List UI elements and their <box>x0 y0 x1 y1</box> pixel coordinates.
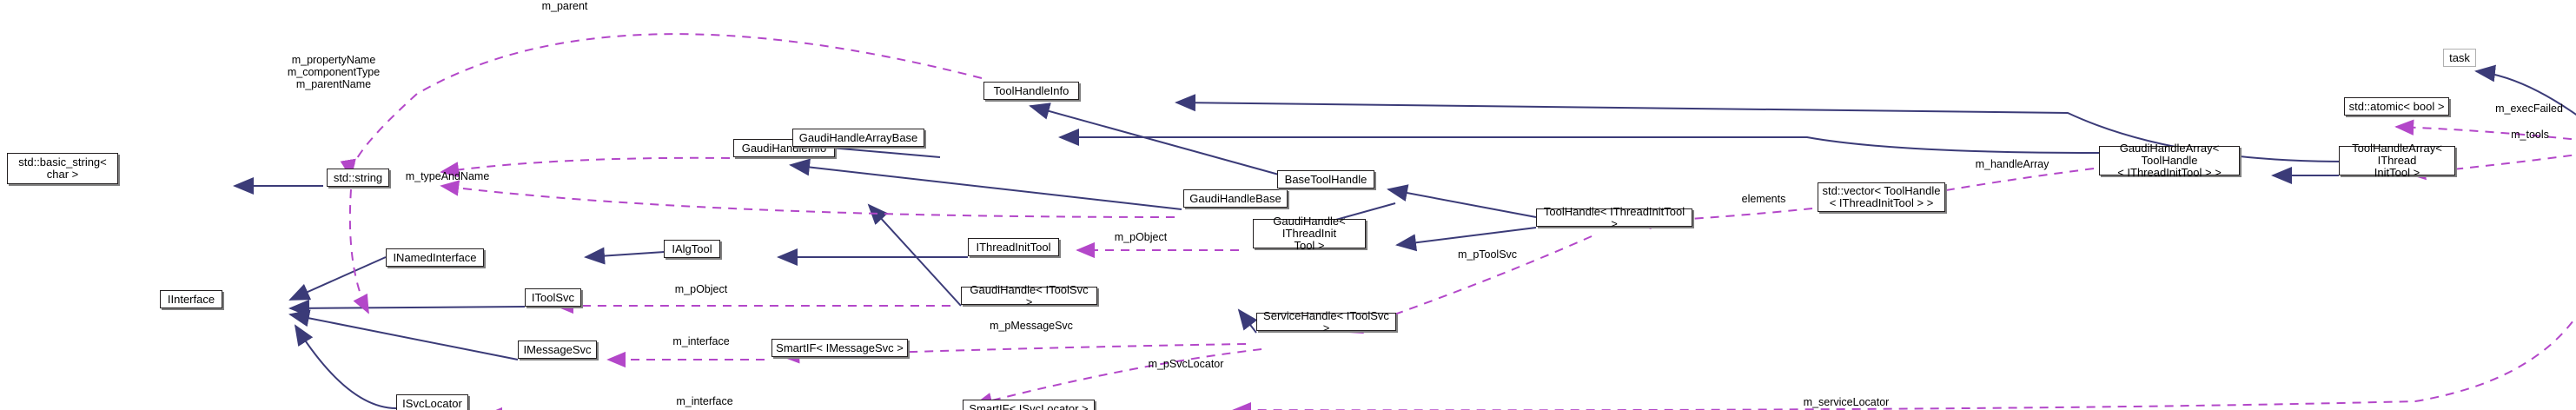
edge-label-m-interface-messagesvc: m_interface <box>672 335 730 347</box>
edge-label-m-psvclocator: m_pSvcLocator <box>1148 358 1224 370</box>
edge-label-m-execfailed: m_execFailed <box>2495 102 2563 115</box>
node-iinterface[interactable]: IInterface <box>160 290 222 308</box>
node-smartif-imessagesvc[interactable]: SmartIF< IMessageSvc > <box>771 339 908 357</box>
node-ithreadinittool[interactable]: IThreadInitTool <box>968 238 1059 256</box>
edge-label-m-parent: m_parent <box>541 0 588 12</box>
edge-label-m-pobject-threadinittool: m_pObject <box>1114 231 1168 243</box>
node-std-vector-toolhandle[interactable]: std::vector< ToolHandle < IThreadInitToo… <box>1818 182 1945 212</box>
node-isvclocator[interactable]: ISvcLocator <box>396 394 468 410</box>
edge-label-m-servicelocator: m_serviceLocator <box>1803 396 1890 408</box>
edge-label-m-typeandname: m_typeAndName <box>405 170 490 182</box>
node-base-tool-handle[interactable]: BaseToolHandle <box>1277 170 1374 188</box>
node-tool-handle-array-ithreadinittool[interactable]: ToolHandleArray< IThread InitTool > <box>2339 142 2455 179</box>
edge-label-m-pmessagesvc: m_pMessageSvc <box>990 320 1073 332</box>
node-task[interactable]: task <box>2443 49 2476 67</box>
edge-label-m-ptoolsvc: m_pToolSvc <box>1457 248 1518 261</box>
node-imessagesvc[interactable]: IMessageSvc <box>518 341 597 359</box>
edge-label-m-interface-svclocator: m_interface <box>676 395 733 407</box>
node-std-string[interactable]: std::string <box>327 169 389 187</box>
node-gaudi-handle-array-base[interactable]: GaudiHandleArrayBase <box>792 129 924 147</box>
node-gaudi-handle-ithreadinittool[interactable]: GaudiHandle< IThreadInit Tool > <box>1253 215 1366 252</box>
node-gaudi-handle-itoolsvc[interactable]: GaudiHandle< IToolSvc > <box>961 283 1097 308</box>
node-tool-handle-ithreadinittool[interactable]: ToolHandle< IThreadInitTool > <box>1536 205 1692 229</box>
node-tool-handle-info[interactable]: ToolHandleInfo <box>983 82 1079 100</box>
node-gaudi-handle-base[interactable]: GaudiHandleBase <box>1183 189 1288 208</box>
node-service-handle-itoolsvc[interactable]: ServiceHandle< IToolSvc > <box>1256 309 1396 334</box>
node-itoolsvc[interactable]: IToolSvc <box>525 288 581 307</box>
node-std-atomic-bool[interactable]: std::atomic< bool > <box>2344 97 2449 116</box>
edge-label-m-handlearray: m_handleArray <box>1975 158 2050 170</box>
node-gaudi-handle-array-toolhandle[interactable]: GaudiHandleArray< ToolHandle < IThreadIn… <box>2099 142 2240 179</box>
node-inamed-interface[interactable]: INamedInterface <box>386 248 484 267</box>
node-smartif-isvclocator[interactable]: SmartIF< ISvcLocator > <box>963 400 1095 410</box>
edge-label-m-pobject-toolsvc: m_pObject <box>674 283 728 295</box>
edge-label-m-tools: m_tools <box>2511 129 2549 141</box>
node-std-basic-string[interactable]: std::basic_string< char > <box>7 153 118 184</box>
usage-edges <box>340 33 2576 410</box>
node-ialgtool[interactable]: IAlgTool <box>664 240 720 258</box>
edge-label-elements: elements <box>1741 193 1786 205</box>
edge-label-gaudihandleinfo-strings: m_propertyName m_componentType m_parentN… <box>287 54 381 90</box>
